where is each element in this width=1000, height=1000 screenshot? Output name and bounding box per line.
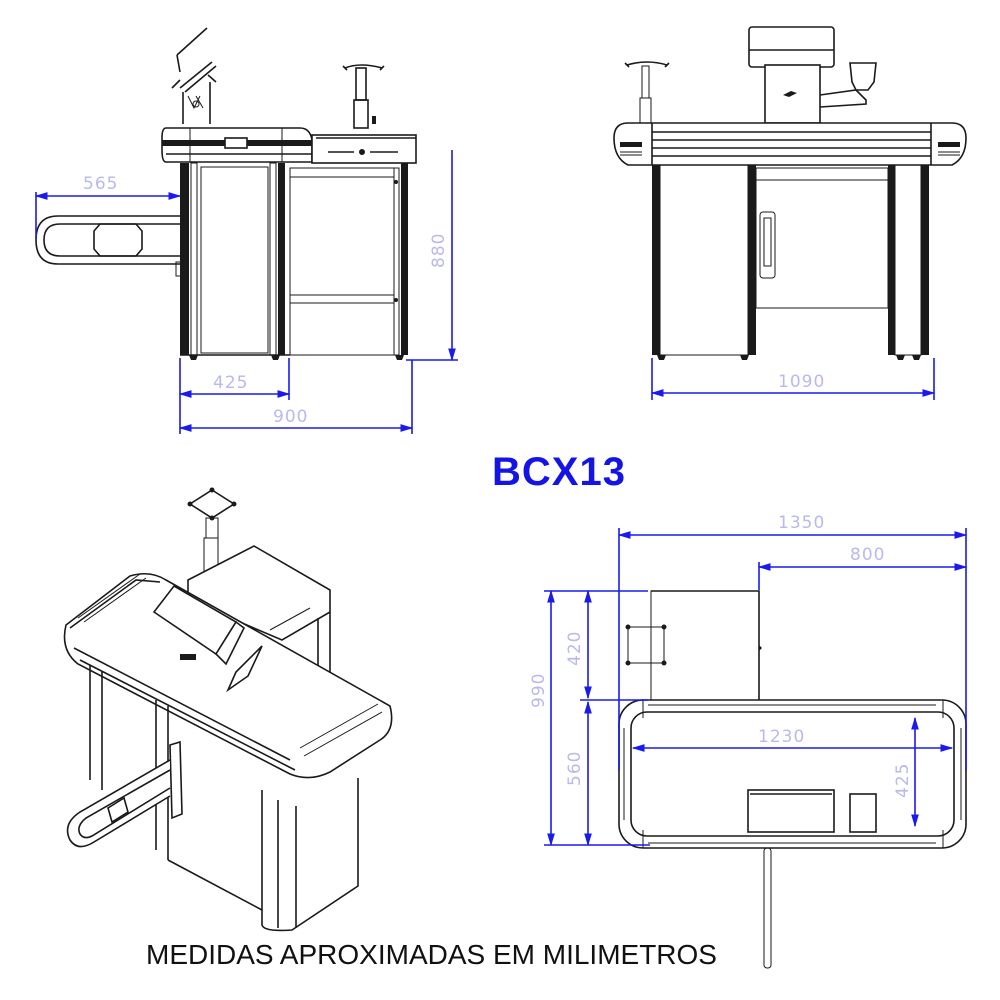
- dim-565: 565: [83, 174, 118, 194]
- side-dimensions: 565 880 425 900: [34, 150, 458, 434]
- dim-900: 900: [273, 407, 308, 427]
- dim-800: 800: [850, 545, 885, 565]
- dim-1350: 1350: [778, 513, 825, 533]
- measurement-note: MEDIDAS APROXIMADAS EM MILIMETROS: [146, 939, 717, 970]
- dim-420: 420: [565, 631, 585, 666]
- isometric-view: [63, 487, 393, 932]
- dim-560: 560: [565, 751, 585, 786]
- plan-view: [618, 590, 967, 969]
- front-elevation-view: [613, 26, 967, 360]
- dim-425-belt: 425: [893, 763, 913, 798]
- dim-1230: 1230: [758, 727, 805, 747]
- model-title: BCX13: [492, 450, 626, 494]
- dim-990: 990: [529, 673, 549, 708]
- dim-880: 880: [429, 233, 449, 268]
- front-dimensions: 1090: [650, 358, 936, 400]
- dim-1090: 1090: [778, 372, 825, 392]
- plan-dimensions: 1350 800 990 420 560 1230 425: [529, 513, 968, 847]
- dim-425: 425: [213, 373, 248, 393]
- side-elevation-view: [35, 27, 417, 360]
